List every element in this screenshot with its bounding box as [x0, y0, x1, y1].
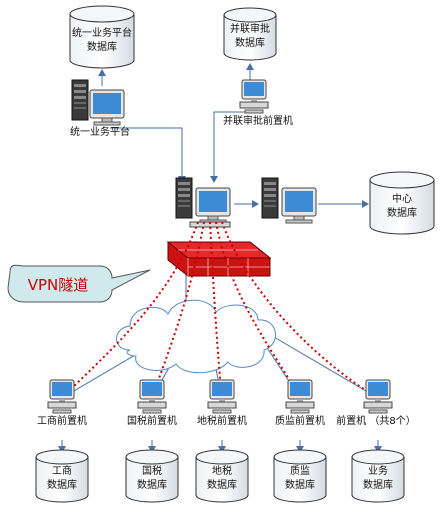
db-local-tax: 地税 数据库 — [195, 449, 249, 503]
db-1-line2: 数据库 — [47, 478, 77, 491]
internet-cloud — [116, 299, 276, 374]
front-machine-4-label: 质监前置机 — [275, 414, 325, 427]
front-machine-4[interactable]: 质监前置机 — [275, 379, 325, 427]
db-4-line1: 质监 — [290, 464, 310, 477]
front-machine-3-label: 地税前置机 — [197, 414, 247, 427]
firewall — [166, 241, 272, 277]
front-machine-3[interactable]: 地税前置机 — [197, 379, 247, 427]
db-industry-commerce: 工商 数据库 — [35, 449, 89, 503]
vpn-label: VPN隧道 — [28, 276, 89, 294]
db-joint-approval-line1: 并联审批 — [230, 22, 270, 35]
db-2-line2: 数据库 — [137, 478, 167, 491]
db-center-line2: 数据库 — [387, 206, 417, 219]
vpn-tunnel-4 — [215, 221, 301, 399]
db-quality-supervision: 质监 数据库 — [273, 449, 327, 503]
front-machine-1[interactable]: 工商前置机 — [37, 379, 87, 427]
vpn-tunnel-5 — [221, 221, 379, 399]
db-joint-approval: 并联审批 数据库 — [223, 7, 277, 61]
label-unified-platform: 统一业务平台 — [70, 125, 130, 138]
db-4-line2: 数据库 — [285, 478, 315, 491]
db-business: 业务 数据库 — [351, 449, 405, 503]
vpn-tunnel-1 — [61, 221, 199, 399]
front-machine-2[interactable]: 国税前置机 — [127, 379, 177, 427]
label-joint-approval-front: 并联审批前置机 — [223, 114, 293, 127]
front-machine-5[interactable]: 前置机 （共8个） — [336, 379, 416, 427]
db-1-line1: 工商 — [52, 464, 72, 477]
db-2-line1: 国税 — [142, 464, 162, 477]
db-national-tax: 国税 数据库 — [125, 449, 179, 503]
db-5-line1: 业务 — [368, 464, 388, 477]
front-machine-1-label: 工商前置机 — [37, 414, 87, 427]
db-center-line1: 中心 — [392, 192, 412, 205]
vpn-callout: VPN隧道 — [7, 264, 151, 303]
server-gateway[interactable] — [175, 177, 231, 228]
vpn-tunnel-2 — [151, 221, 205, 399]
server-unified-platform[interactable]: 统一业务平台 — [70, 79, 130, 138]
db-unified-platform: 统一业务平台 数据库 — [69, 5, 135, 69]
server-joint-approval-front[interactable]: 并联审批前置机 — [223, 79, 293, 127]
db-5-line2: 数据库 — [363, 478, 393, 491]
link-approval-to-gateway — [210, 111, 250, 183]
db-unified-platform-line2: 数据库 — [87, 40, 117, 53]
link-platform-to-gateway — [110, 127, 186, 183]
db-center: 中心 数据库 — [369, 171, 435, 235]
front-machine-5-label: 前置机 （共8个） — [336, 414, 416, 427]
db-joint-approval-line2: 数据库 — [235, 36, 265, 49]
front-machine-2-label: 国税前置机 — [127, 414, 177, 427]
db-3-line1: 地税 — [212, 464, 232, 477]
db-3-line2: 数据库 — [207, 478, 237, 491]
db-unified-platform-line1: 统一业务平台 — [72, 26, 132, 39]
server-center[interactable] — [261, 177, 317, 224]
